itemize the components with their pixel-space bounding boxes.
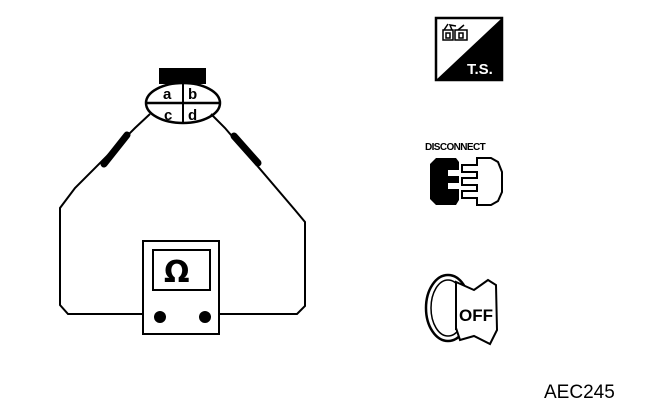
- disconnect-label: DISCONNECT: [425, 142, 486, 153]
- ts-label: T.S.: [467, 61, 493, 78]
- connector: a b c d: [144, 68, 222, 125]
- meter-terminal-left: [154, 311, 166, 323]
- figure-code: AEC245: [544, 382, 615, 403]
- left-probe-lead: [59, 113, 151, 315]
- right-probe-handle: [230, 132, 262, 167]
- terminal-c-label: c: [164, 107, 172, 124]
- terminal-b-label: b: [188, 86, 197, 103]
- ohmmeter-display: [152, 249, 211, 291]
- disconnect-icon: DISCONNECT: [425, 142, 503, 206]
- terminal-d-label: d: [188, 107, 197, 124]
- ignition-off-icon: OFF: [424, 273, 499, 346]
- right-probe-lead: [210, 113, 306, 315]
- ohmmeter: Ω: [142, 240, 220, 335]
- connector-female-half-icon: [430, 158, 459, 205]
- meter-terminal-right: [199, 311, 211, 323]
- tools-glyph-icon: [442, 23, 468, 41]
- left-probe-handle: [100, 131, 131, 168]
- ohm-symbol: Ω: [164, 255, 190, 290]
- terminal-a-label: a: [163, 86, 172, 103]
- connector-male-half-icon: [461, 157, 503, 206]
- connector-lock-tab: [159, 68, 206, 84]
- off-label: OFF: [459, 306, 493, 325]
- key-head-icon: [455, 278, 499, 346]
- troubleshooting-icon: T.S.: [434, 16, 504, 82]
